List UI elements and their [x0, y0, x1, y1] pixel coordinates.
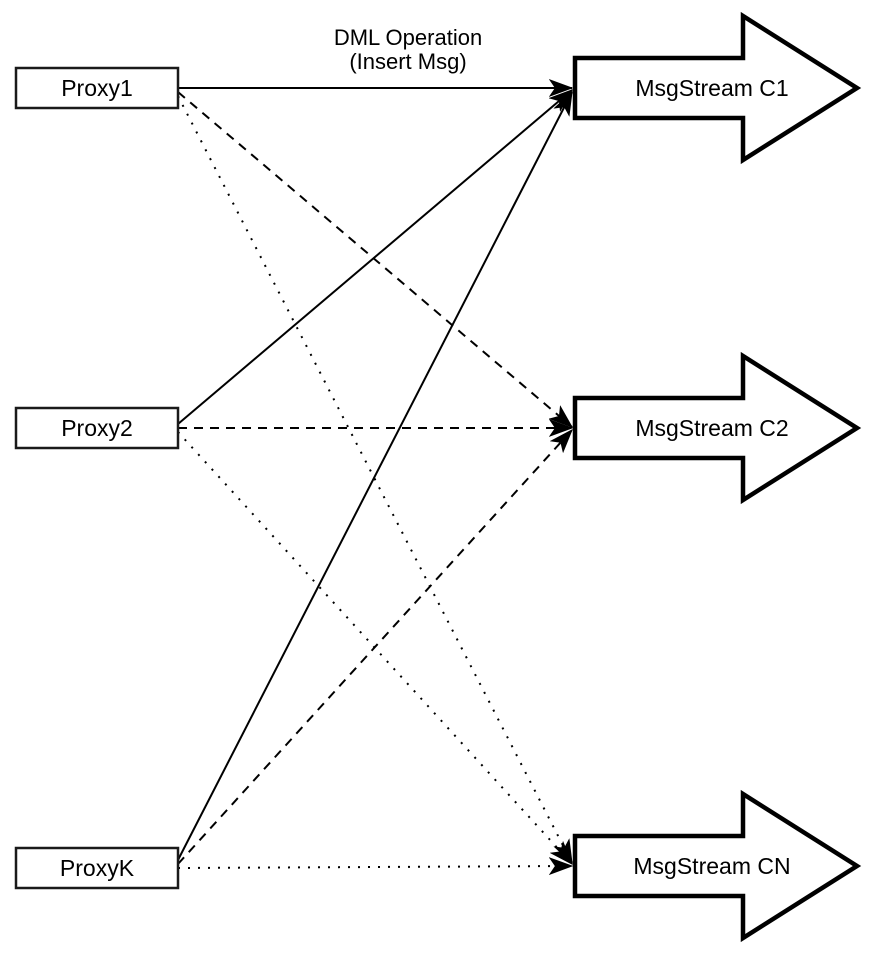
msgstream-c1-arrow-shape — [572, 11, 862, 165]
proxyk-box — [14, 846, 180, 890]
msgstream-cn-arrow-shape — [572, 789, 862, 943]
proxy2-label: Proxy2 — [61, 415, 133, 441]
edges — [177, 88, 573, 868]
proxy1-box — [14, 66, 180, 110]
proxyk-label: ProxyK — [60, 855, 135, 881]
msgstream-c2-arrow-shape — [572, 351, 862, 505]
edge-proxyk-to-cn — [177, 866, 572, 868]
proxy1-node: Proxy1 — [14, 66, 180, 110]
edge-proxy2-to-c1 — [177, 90, 572, 425]
title-line-2: (Insert Msg) — [349, 49, 466, 74]
proxy1-label: Proxy1 — [61, 75, 133, 101]
proxyk-node: ProxyK — [14, 846, 180, 890]
msgstream-cn-node: MsgStream CN — [572, 789, 862, 943]
msgstream-cn-label: MsgStream CN — [633, 853, 790, 879]
proxy2-node: Proxy2 — [14, 406, 180, 450]
msgstream-c1-label: MsgStream C1 — [635, 75, 788, 101]
edge-proxy1-to-cn — [177, 95, 573, 863]
msgstream-c1-node: MsgStream C1 — [572, 11, 862, 165]
title-line-1: DML Operation — [334, 25, 482, 50]
msgstream-c2-label: MsgStream C2 — [635, 415, 788, 441]
proxy2-box — [14, 406, 180, 450]
edge-proxyk-to-c2 — [177, 430, 572, 865]
edge-proxy1-to-c2 — [177, 91, 572, 427]
edge-proxyk-to-c1 — [177, 92, 573, 861]
diagram-title: DML Operation (Insert Msg) — [334, 25, 482, 74]
msgstream-c2-node: MsgStream C2 — [572, 351, 862, 505]
